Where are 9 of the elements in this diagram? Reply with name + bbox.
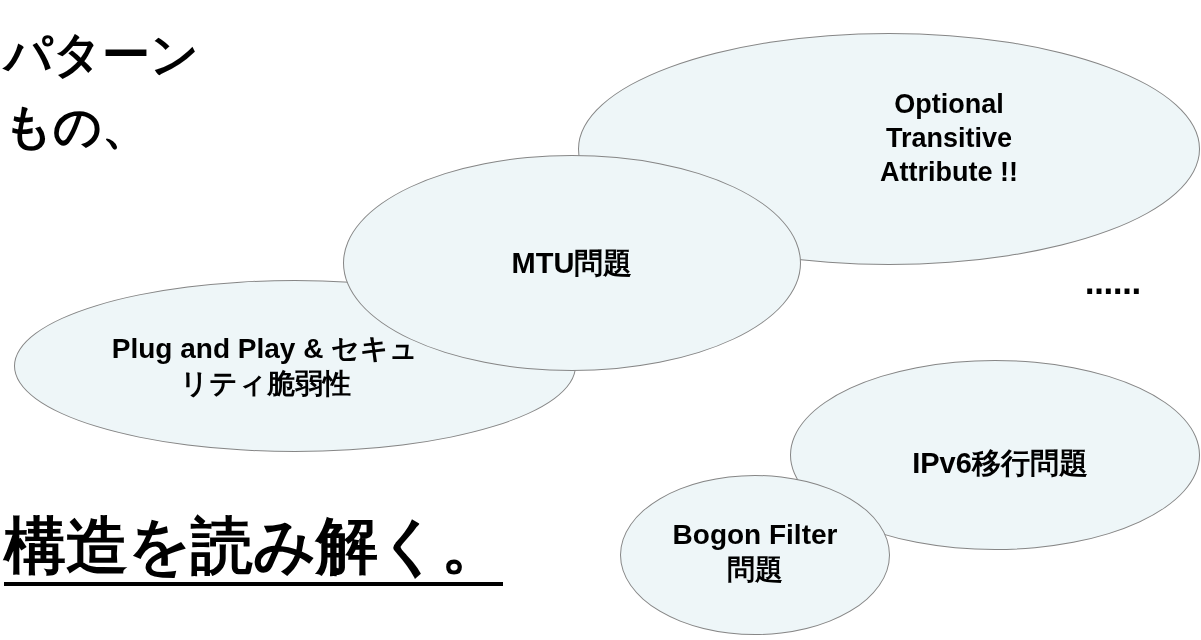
text-label: もの、 bbox=[4, 100, 150, 153]
ellipse-label: Optional Transitive Attribute !! bbox=[879, 88, 1019, 189]
underlined-heading: 構造を読み解く。 bbox=[4, 512, 503, 587]
text-label: …… bbox=[1085, 270, 1141, 301]
ellipse-label: MTU問題 bbox=[510, 245, 634, 281]
text-label: パターン bbox=[4, 28, 199, 81]
ellipse-label: Plug and Play & セキュリティ脆弱性 bbox=[110, 332, 420, 401]
ellipse-label: Bogon Filter 問題 bbox=[671, 518, 839, 587]
ellipse-label: IPv6移行問題 bbox=[911, 445, 1089, 481]
